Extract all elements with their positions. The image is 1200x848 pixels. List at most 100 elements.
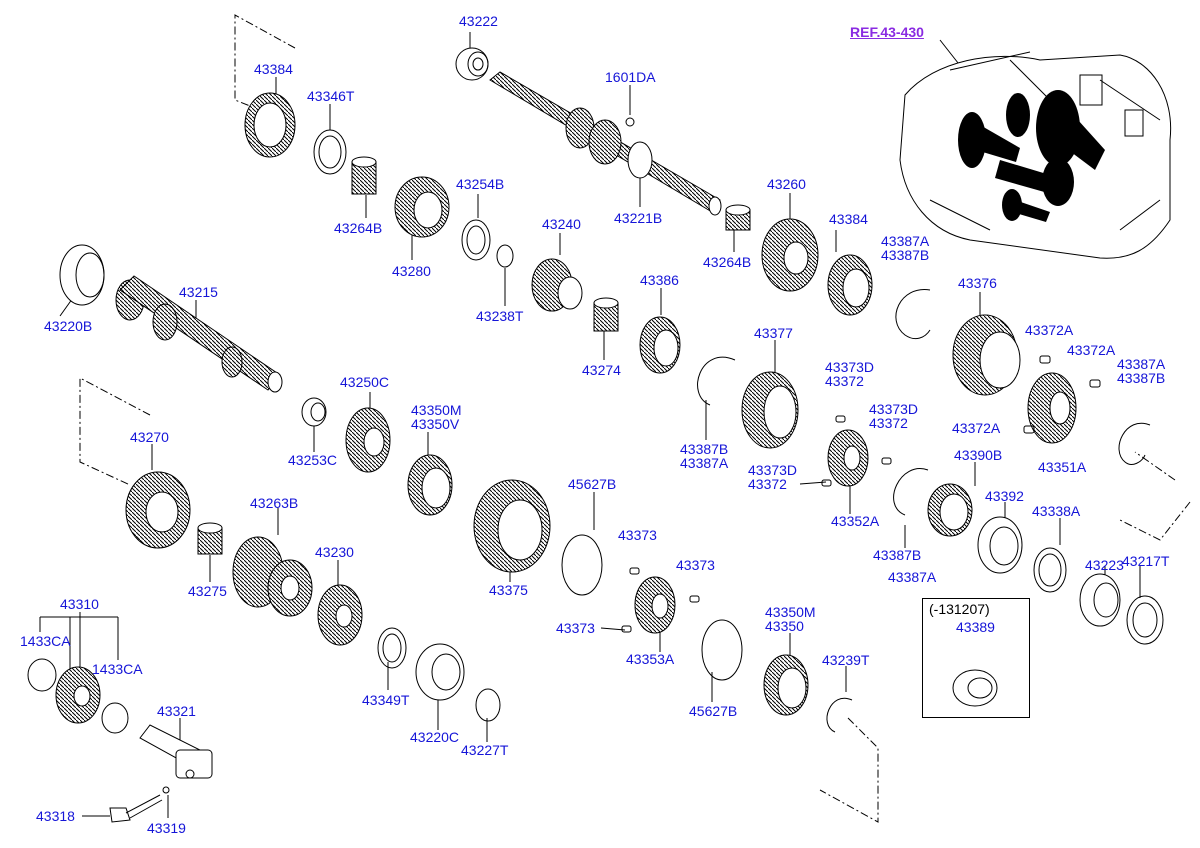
stopper-plate-icon — [952, 669, 998, 707]
part-label-43387a-mid[interactable]: 43387A — [680, 455, 729, 471]
part-label-43372[interactable]: 43372 — [825, 373, 864, 389]
part-label-43376[interactable]: 43376 — [958, 275, 997, 291]
gear-icon — [232, 536, 313, 617]
part-label-43275[interactable]: 43275 — [188, 583, 227, 599]
part-label-43389[interactable]: 43389 — [956, 619, 995, 635]
part-label-43310[interactable]: 43310 — [60, 596, 99, 612]
part-label-43221b[interactable]: 43221B — [614, 210, 663, 226]
part-label-43372a-3[interactable]: 43372A — [952, 420, 1001, 436]
needle-bearing-icon — [351, 156, 377, 195]
part-label-43372a[interactable]: 43372A — [1025, 322, 1074, 338]
key-icon — [629, 567, 640, 575]
key-icon — [621, 625, 632, 633]
part-label-43373d-3[interactable]: 43373D — [748, 462, 798, 478]
part-label-43373d-2[interactable]: 43373D — [869, 401, 919, 417]
part-label-43223[interactable]: 43223 — [1085, 557, 1124, 573]
part-label-43227t[interactable]: 43227T — [461, 742, 509, 758]
part-label-43263b[interactable]: 43263B — [250, 495, 299, 511]
part-label-43260[interactable]: 43260 — [767, 176, 806, 192]
part-label-43387a[interactable]: 43387A — [881, 233, 930, 249]
key-icon — [881, 457, 892, 465]
small-washer-icon — [162, 786, 170, 794]
part-label-43350m[interactable]: 43350M — [411, 402, 462, 418]
part-label-43373-2[interactable]: 43373 — [676, 557, 715, 573]
part-label-43215[interactable]: 43215 — [179, 284, 218, 300]
part-label-43351a[interactable]: 43351A — [1038, 459, 1087, 475]
part-label-43386[interactable]: 43386 — [640, 272, 679, 288]
part-label-43392[interactable]: 43392 — [985, 488, 1024, 504]
part-label-43387b-low[interactable]: 43387B — [873, 547, 922, 563]
part-label-45627b[interactable]: 45627B — [568, 476, 617, 492]
part-label-43239t[interactable]: 43239T — [822, 652, 870, 668]
part-label-43230[interactable]: 43230 — [315, 544, 354, 560]
part-label-43319[interactable]: 43319 — [147, 820, 186, 836]
part-label-43253c[interactable]: 43253C — [288, 452, 338, 468]
part-label-43387b-mid[interactable]: 43387B — [680, 441, 729, 457]
part-label-43349t[interactable]: 43349T — [362, 692, 410, 708]
part-label-43238t[interactable]: 43238T — [476, 308, 524, 324]
part-label-43338a[interactable]: 43338A — [1032, 503, 1081, 519]
part-label-1601da[interactable]: 1601DA — [605, 69, 656, 85]
part-label-43384-right[interactable]: 43384 — [829, 211, 868, 227]
part-label-43387a-right[interactable]: 43387A — [1117, 356, 1166, 372]
reverse-idler-gear-icon — [27, 658, 129, 734]
part-label-43264b-right[interactable]: 43264B — [703, 254, 752, 270]
part-label-1433ca[interactable]: 1433CA — [20, 633, 71, 649]
washer-icon — [461, 219, 491, 261]
circlip-icon — [895, 289, 931, 340]
part-label-43373-3[interactable]: 43373 — [556, 620, 595, 636]
part-label-43353a[interactable]: 43353A — [626, 651, 675, 667]
washer-icon — [377, 627, 407, 669]
key-icon — [821, 479, 832, 487]
part-label-1433ca-2[interactable]: 1433CA — [92, 661, 143, 677]
part-label-43372a-2[interactable]: 43372A — [1067, 342, 1116, 358]
part-label-43240[interactable]: 43240 — [542, 216, 581, 232]
part-label-43387a-low[interactable]: 43387A — [888, 569, 937, 585]
part-label-43217t[interactable]: 43217T — [1122, 553, 1170, 569]
part-label-45627b-2[interactable]: 45627B — [689, 703, 738, 719]
part-label-43250c[interactable]: 43250C — [340, 374, 390, 390]
part-label-43222[interactable]: 43222 — [459, 13, 498, 29]
key-icon — [1039, 355, 1051, 364]
part-label-43318[interactable]: 43318 — [36, 808, 75, 824]
part-label-43346t[interactable]: 43346T — [307, 88, 355, 104]
part-label-43220c[interactable]: 43220C — [410, 729, 460, 745]
part-label-43387b-right[interactable]: 43387B — [1117, 370, 1166, 386]
part-label-43274[interactable]: 43274 — [582, 362, 621, 378]
part-label-43350[interactable]: 43350 — [765, 618, 804, 634]
part-label-43384[interactable]: 43384 — [254, 61, 293, 77]
part-label-43270[interactable]: 43270 — [130, 429, 169, 445]
key-icon — [689, 595, 700, 603]
part-label-43373[interactable]: 43373 — [618, 527, 657, 543]
part-label-43390b[interactable]: 43390B — [954, 447, 1003, 463]
needle-bearing-icon — [197, 522, 223, 555]
part-label-43350v[interactable]: 43350V — [411, 416, 460, 432]
part-label-43350m-2[interactable]: 43350M — [765, 604, 816, 620]
ref-link[interactable]: REF.43-430 — [850, 24, 924, 40]
part-label-43352a[interactable]: 43352A — [831, 513, 880, 529]
part-label-43387b[interactable]: 43387B — [881, 247, 930, 263]
part-label-43372-2[interactable]: 43372 — [869, 415, 908, 431]
part-label-43220b[interactable]: 43220B — [44, 318, 93, 334]
gear-icon — [394, 176, 450, 238]
key-icon — [835, 415, 846, 423]
part-label-43264b[interactable]: 43264B — [334, 220, 383, 236]
bearing-icon — [1079, 573, 1121, 627]
part-label-43377[interactable]: 43377 — [754, 325, 793, 341]
synchro-ring-icon — [927, 483, 973, 537]
sleeve-gear-icon — [473, 479, 551, 573]
part-label-43373d[interactable]: 43373D — [825, 359, 875, 375]
guide-lines — [79, 14, 1191, 823]
synchro-ring-icon — [244, 92, 296, 158]
part-label-43372-3[interactable]: 43372 — [748, 476, 787, 492]
inset-date-label: (-131207) — [929, 601, 990, 617]
part-label-43321[interactable]: 43321 — [157, 703, 196, 719]
part-label-43375[interactable]: 43375 — [489, 582, 528, 598]
sleeve-icon — [952, 314, 1021, 396]
part-label-43280[interactable]: 43280 — [392, 263, 431, 279]
gear-icon — [761, 218, 819, 292]
part-label-43254b[interactable]: 43254B — [456, 176, 505, 192]
circlip-icon — [826, 697, 853, 733]
circlip-icon — [697, 356, 736, 406]
